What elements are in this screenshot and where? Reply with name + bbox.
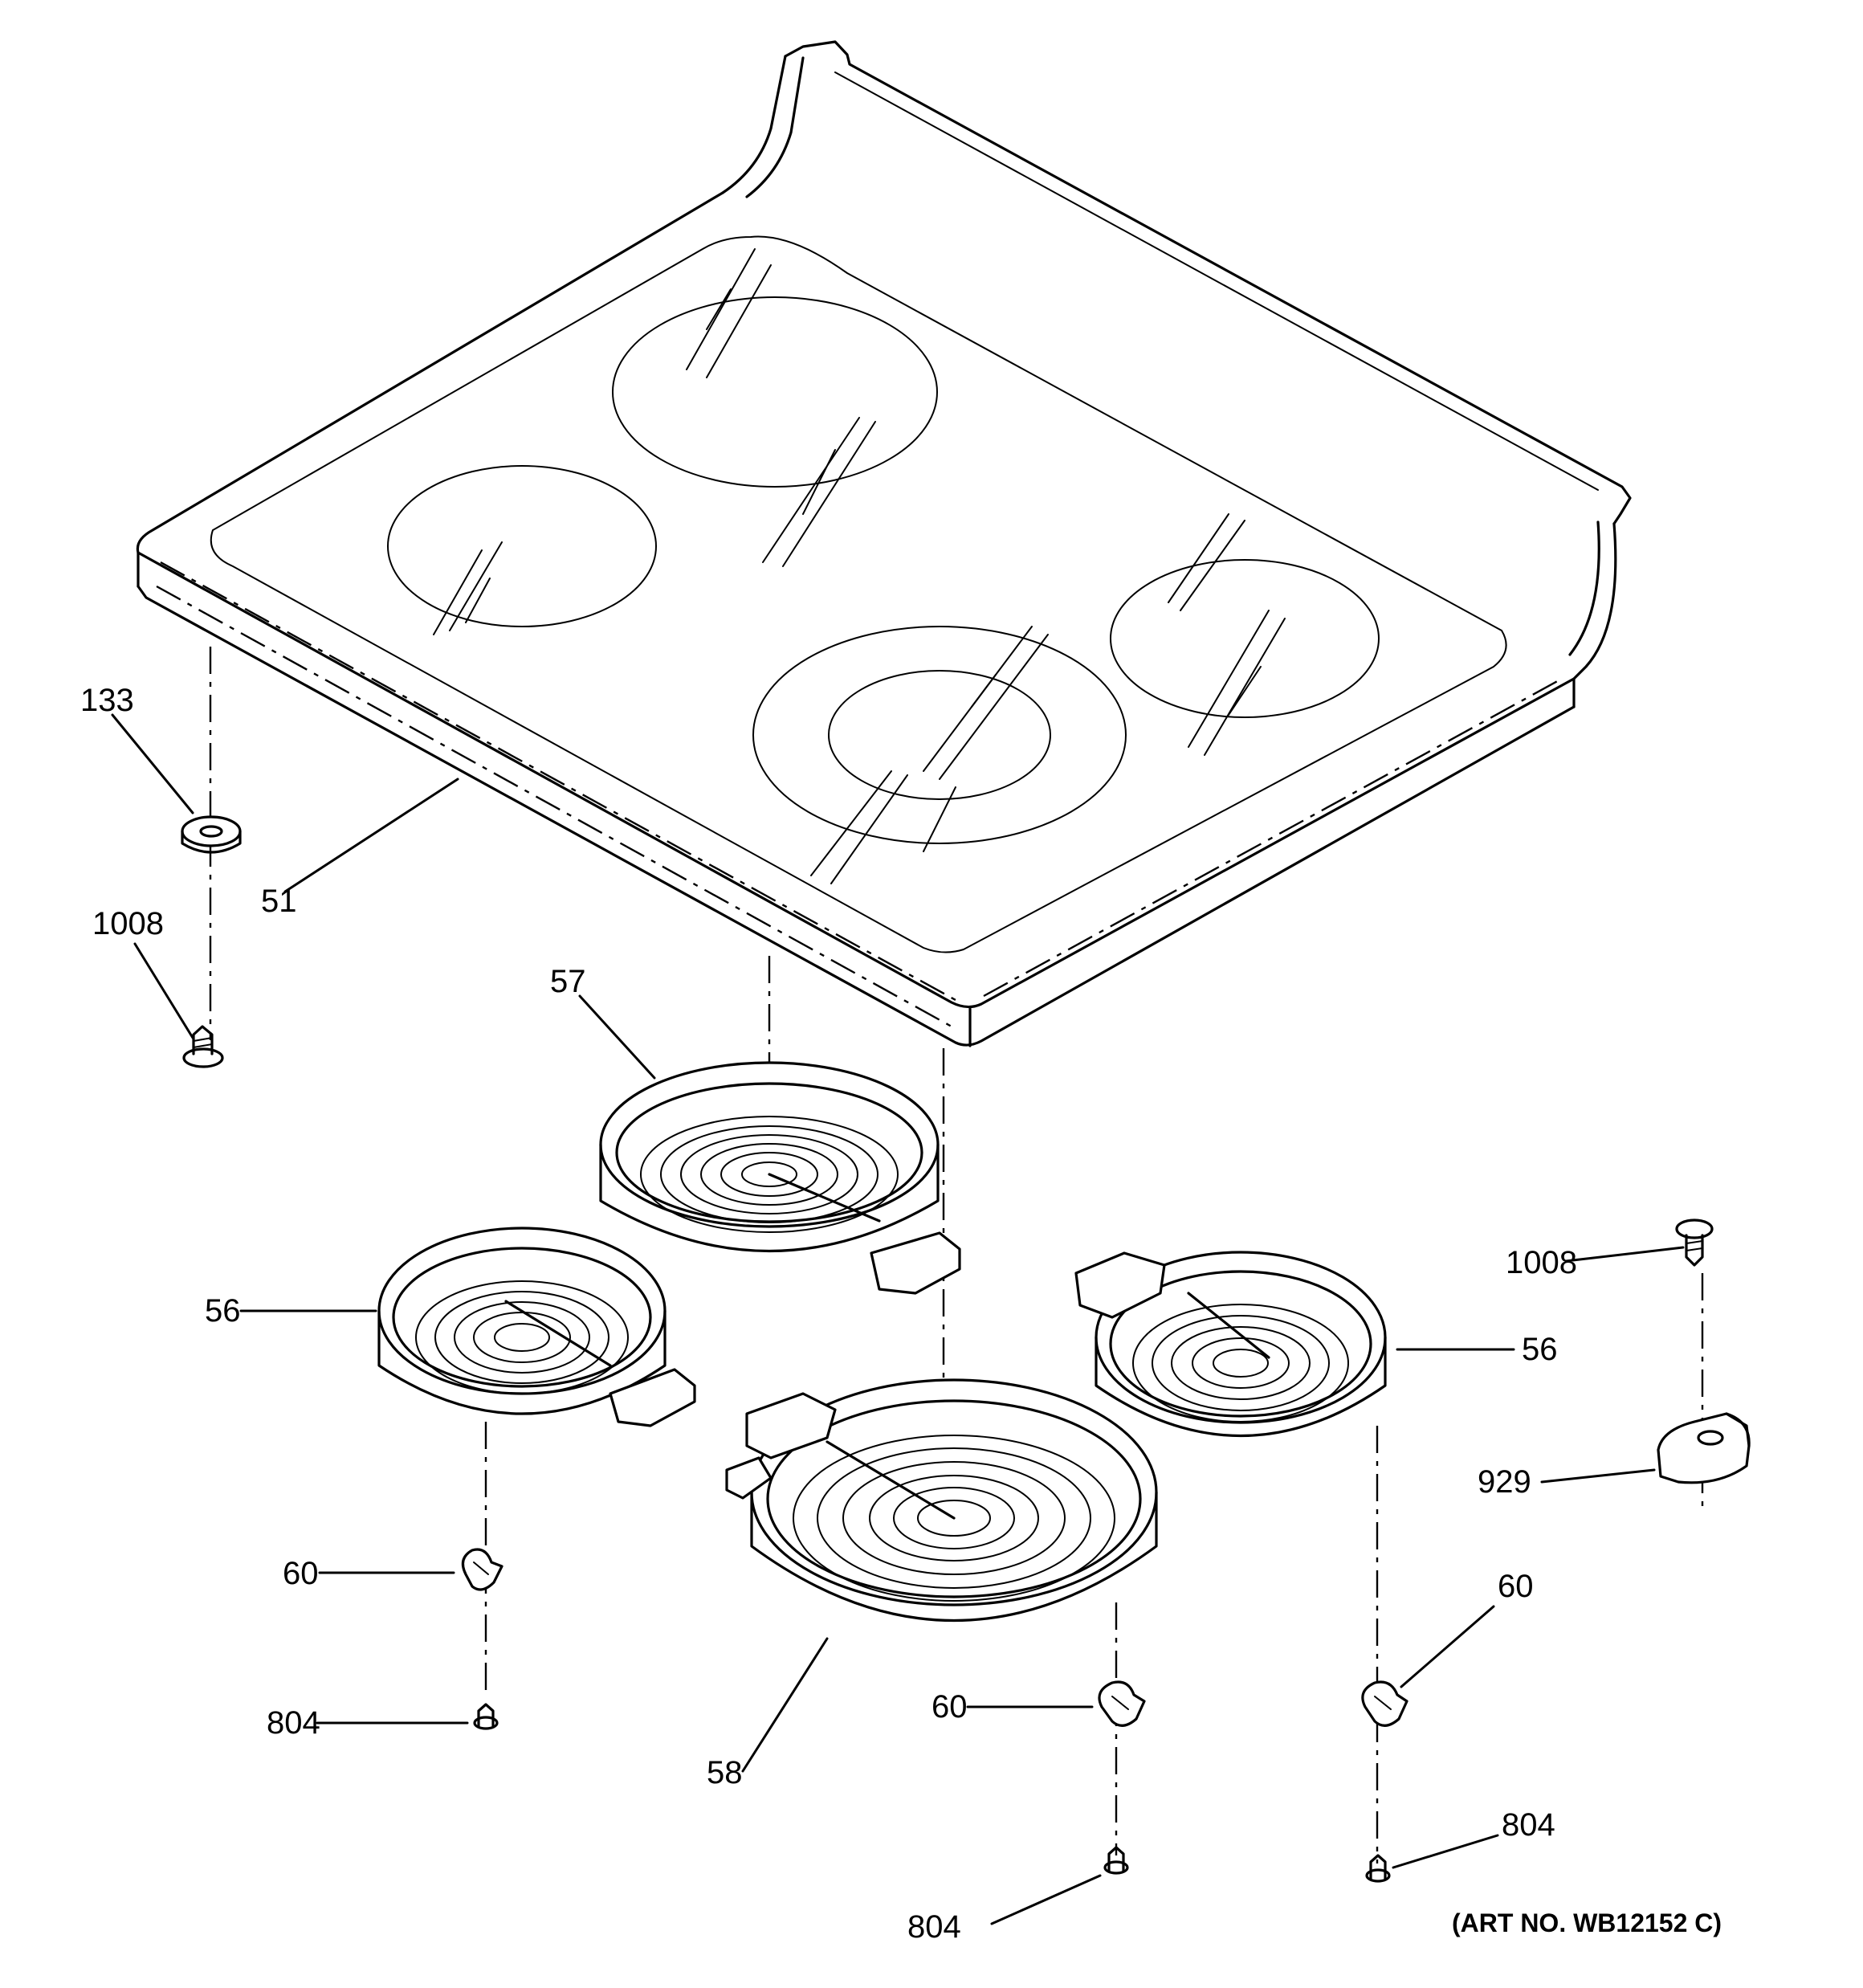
screw-804-right-part [1365,1854,1391,1883]
leader-lines [111,713,1685,1925]
clip-right-part [1361,1680,1408,1727]
callout-57: 57 [550,964,586,999]
cooktop-glass-part [136,40,1632,1047]
callout-51: 51 [261,884,297,919]
clip-left-part [461,1548,503,1591]
callout-133: 133 [80,683,134,718]
radiant-element-56-left [377,1227,696,1427]
screw-right-part [1675,1219,1714,1267]
screw-left-part [182,1025,224,1068]
callout-labels: 133 51 1008 57 56 1008 56 929 60 60 60 5… [80,683,1577,1945]
callout-56-left: 56 [205,1293,241,1329]
callout-60-right: 60 [1498,1569,1534,1604]
callout-804-right: 804 [1502,1807,1555,1843]
clip-mid-part [1098,1680,1146,1727]
callout-929: 929 [1478,1464,1531,1500]
screw-804-mid-part [1103,1846,1129,1875]
callout-1008-left: 1008 [92,906,164,941]
callout-56-right: 56 [1522,1332,1558,1367]
callout-58: 58 [707,1755,743,1790]
callout-60-mid: 60 [932,1689,968,1725]
callout-1008-right: 1008 [1506,1245,1577,1280]
art-number: (ART NO. WB12152 C) [1452,1908,1722,1937]
callout-804-left: 804 [267,1705,320,1741]
screw-804-left-part [473,1703,499,1730]
radiant-element-56-right [1074,1251,1387,1437]
radiant-element-58 [725,1378,1158,1622]
glass-reflection-lines [433,248,1286,884]
radiant-element-57 [599,1061,961,1295]
grommet-part [181,815,242,854]
callout-804-mid: 804 [907,1909,961,1945]
bracket-929-part [1657,1412,1751,1484]
callout-60-left: 60 [283,1556,319,1591]
